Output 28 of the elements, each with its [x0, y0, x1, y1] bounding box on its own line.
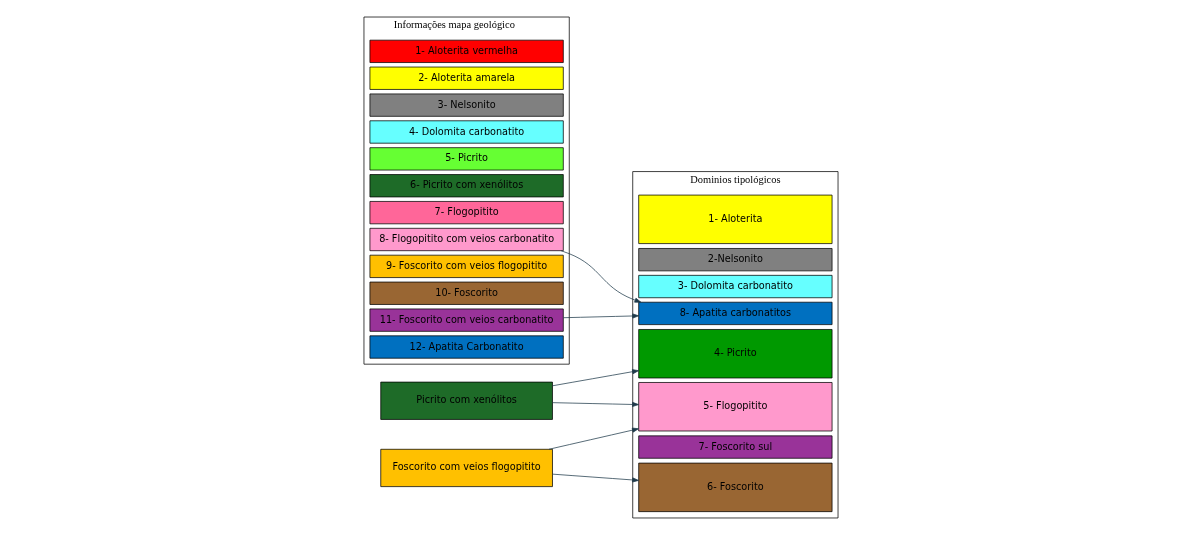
arrow [552, 402, 639, 407]
node-box: Picrito com xenólitos [380, 381, 553, 420]
node-box: 8- Flogopitito com veios carbonatito [369, 227, 564, 252]
node-box: 7- Flogopitito [369, 201, 564, 225]
node-box: 1- Aloterita [638, 194, 833, 244]
node-box: 11- Foscorito com veios carbonatito [369, 308, 564, 332]
node-box: 3- Nelsonito [369, 93, 564, 117]
arrow [552, 473, 639, 483]
node-box: 2- Aloterita amarela [369, 66, 564, 90]
node-box: 1- Aloterita vermelha [369, 39, 564, 63]
node-box: 6- Foscorito [638, 462, 833, 512]
node-box: 7- Foscorito sul [638, 435, 833, 459]
node-box: 5- Flogopitito [638, 382, 833, 432]
node-box: 5- Picrito [369, 147, 564, 171]
node-box: 3- Dolomita carbonatito [638, 274, 833, 299]
node-box: 4- Dolomita carbonatito [369, 120, 564, 144]
arrow [560, 250, 642, 303]
node-box: 6- Picrito com xenólitos [369, 174, 564, 198]
arrow [563, 313, 640, 319]
arrow [552, 369, 639, 387]
node-box: 8- Apatita carbonatitos [638, 301, 833, 325]
node-box: 2-Nelsonito [638, 248, 833, 272]
node-box: 10- Foscorito [369, 281, 564, 305]
node-box: 9- Foscorito com veios flogopitito [369, 254, 564, 278]
node-box: 12- Apatita Carbonatito [369, 335, 564, 359]
node-box: 4- Picrito [638, 329, 833, 379]
arrow [548, 427, 639, 450]
node-box: Foscorito com veios flogopitito [380, 448, 553, 487]
